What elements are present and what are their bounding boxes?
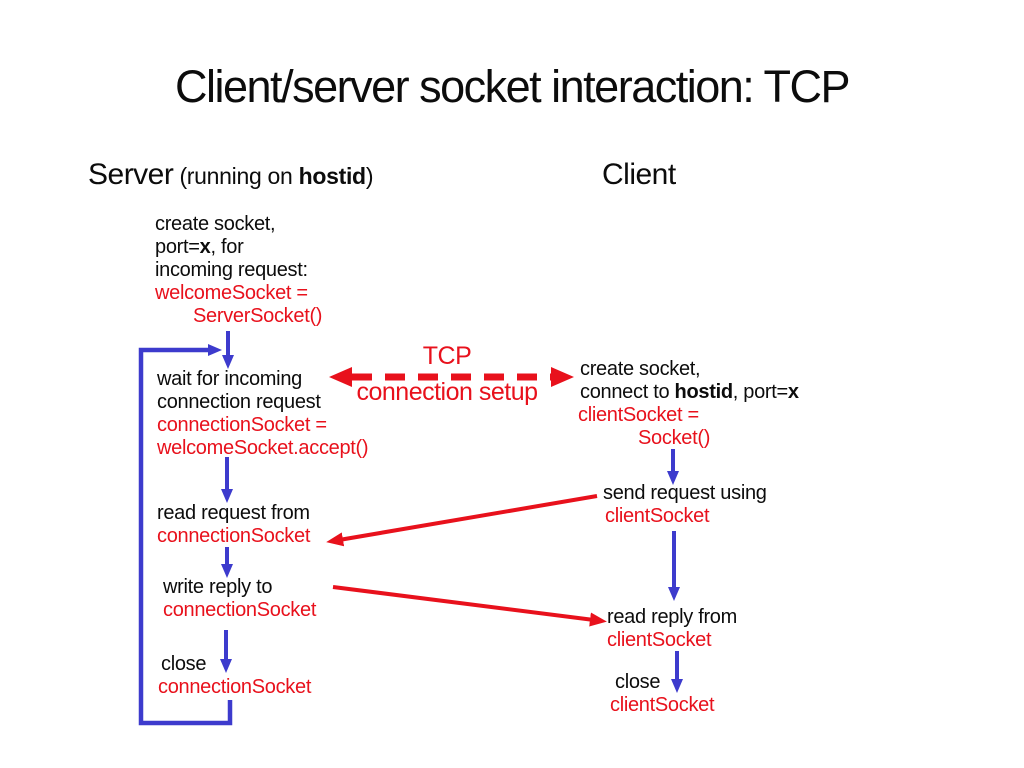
tcp-setup-label-line1: TCP <box>422 342 472 370</box>
code-line: clientSocket <box>610 694 715 716</box>
code-line: connectionSocket <box>158 676 312 698</box>
server-sublabel: (running on hostid) <box>173 163 374 189</box>
code-line: welcomeSocket.accept() <box>157 437 369 459</box>
tcp-setup-label-line2: connection setup <box>356 378 538 406</box>
text-line: connect to hostid, port=x <box>580 381 799 403</box>
client-step-send-request: send request using clientSocket <box>603 482 767 528</box>
code-line: Socket() <box>638 427 711 449</box>
code-line: ServerSocket() <box>193 305 323 327</box>
server-step-create-socket: create socket, port=x, for incoming requ… <box>155 213 322 328</box>
server-step-close: close connectionSocket <box>158 653 311 699</box>
text-line: incoming request: <box>155 259 308 281</box>
client-step-close: close clientSocket <box>610 671 715 717</box>
text-line: create socket, <box>580 358 701 380</box>
text-line: read request from <box>157 502 310 524</box>
server-label: Server <box>88 158 174 191</box>
client-step-create-socket: create socket, connect to hostid, port=x… <box>578 358 799 450</box>
code-line: clientSocket <box>607 629 712 651</box>
text-line: connection request <box>157 391 321 413</box>
server-column-header: Server (running on hostid) <box>88 158 373 192</box>
reply-message-arrow <box>332 585 607 627</box>
request-message-arrow <box>326 494 598 547</box>
server-step-read-request: read request from connectionSocket <box>157 502 310 548</box>
code-line: connectionSocket <box>157 525 311 547</box>
code-line: welcomeSocket = <box>155 282 308 304</box>
text-line: wait for incoming <box>157 368 302 390</box>
client-column-header: Client <box>602 158 676 192</box>
server-step-wait-connection: wait for incoming connection request con… <box>157 368 369 460</box>
code-line: connectionSocket = <box>157 414 327 436</box>
text-line: read reply from <box>607 606 737 628</box>
slide-title: Client/server socket interaction: TCP <box>175 61 850 112</box>
code-line: clientSocket = <box>578 404 699 426</box>
text-line: close <box>615 671 661 693</box>
code-line: connectionSocket <box>163 599 317 621</box>
text-line: close <box>161 653 207 675</box>
client-step-read-reply: read reply from clientSocket <box>607 606 737 652</box>
server-step-write-reply: write reply to connectionSocket <box>163 576 316 622</box>
text-line: write reply to <box>163 576 273 598</box>
text-line: port=x, for <box>155 236 244 258</box>
client-label: Client <box>602 158 676 191</box>
text-line: create socket, <box>155 213 276 235</box>
text-line: send request using <box>603 482 767 504</box>
code-line: clientSocket <box>605 505 710 527</box>
